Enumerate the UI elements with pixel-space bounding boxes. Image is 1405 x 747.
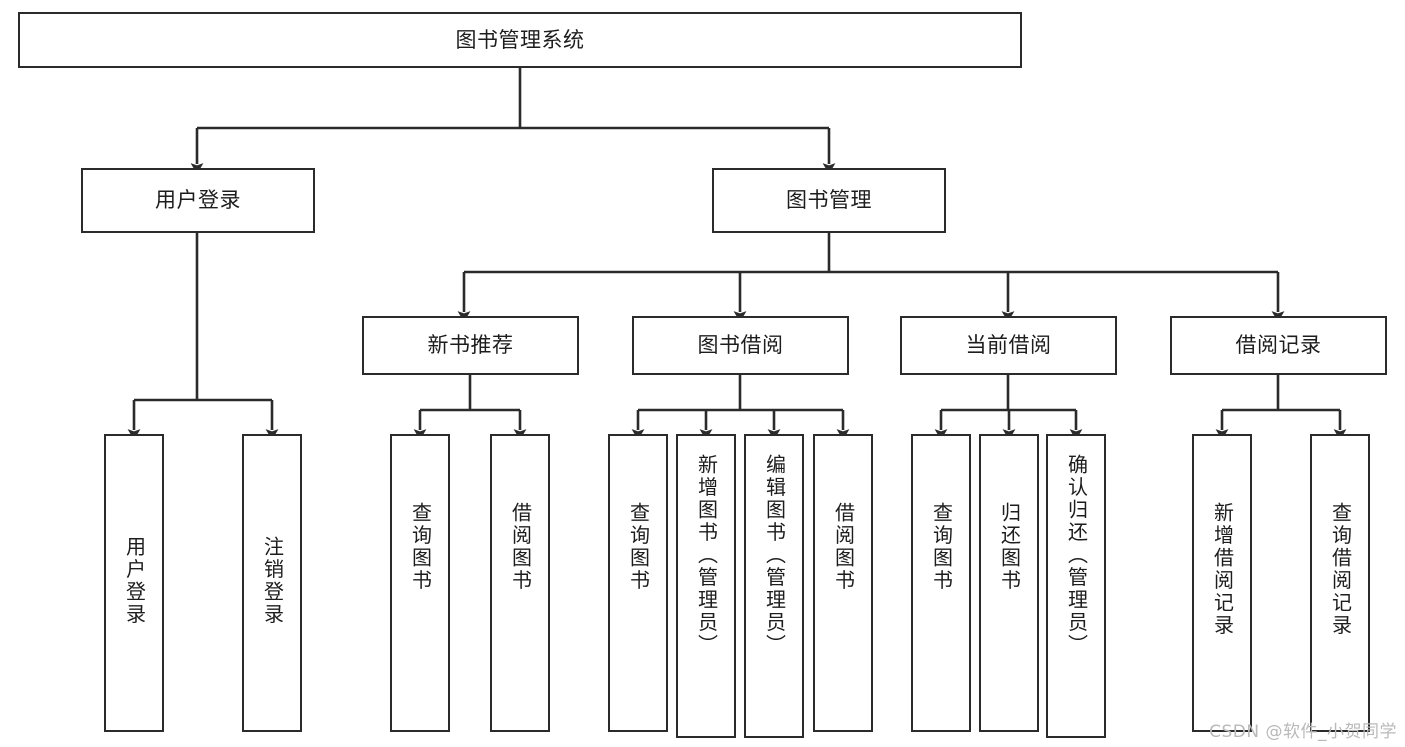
node-book-borrow[interactable]: 图书借阅 — [632, 316, 849, 375]
node-book-management[interactable]: 图书管理 — [712, 168, 946, 233]
leaf-user-login-login-label: 用户登录 — [122, 536, 147, 626]
node-new-book-recommend-label: 新书推荐 — [427, 333, 514, 358]
leaf-record-query-record[interactable]: 查询借阅记录 — [1310, 434, 1370, 732]
node-borrow-record-label: 借阅记录 — [1235, 333, 1322, 358]
leaf-user-login-logout[interactable]: 注销登录 — [242, 434, 302, 732]
leaf-current-query-book-label: 查询图书 — [929, 502, 954, 592]
leaf-recommend-borrow-book[interactable]: 借阅图书 — [490, 434, 550, 732]
leaf-borrow-query-book[interactable]: 查询图书 — [608, 434, 668, 732]
node-user-login-label: 用户登录 — [155, 188, 241, 213]
node-root-label: 图书管理系统 — [455, 27, 585, 52]
node-new-book-recommend[interactable]: 新书推荐 — [362, 316, 579, 375]
leaf-record-query-record-label: 查询借阅记录 — [1328, 502, 1353, 637]
leaf-user-login-login[interactable]: 用户登录 — [104, 434, 164, 732]
csdn-watermark: CSDN @软件_小贺同学 — [1209, 722, 1397, 742]
leaf-borrow-borrow-book-label: 借阅图书 — [831, 502, 856, 592]
leaf-borrow-query-book-label: 查询图书 — [626, 502, 651, 592]
leaf-record-add-record-label: 新增借阅记录 — [1210, 502, 1235, 637]
leaf-current-return-book[interactable]: 归还图书 — [979, 434, 1039, 732]
leaf-current-query-book[interactable]: 查询图书 — [911, 434, 971, 732]
leaf-recommend-query-book-label: 查询图书 — [408, 502, 433, 592]
leaf-borrow-edit-book-admin-label: 编辑图书（管理员） — [762, 454, 787, 657]
node-current-borrow[interactable]: 当前借阅 — [900, 316, 1117, 375]
leaf-current-confirm-return-admin[interactable]: 确认归还（管理员） — [1046, 434, 1106, 738]
leaf-borrow-add-book-admin-label: 新增图书（管理员） — [694, 454, 719, 657]
leaf-recommend-query-book[interactable]: 查询图书 — [390, 434, 450, 732]
leaf-borrow-borrow-book[interactable]: 借阅图书 — [813, 434, 873, 732]
node-root-book-management-system[interactable]: 图书管理系统 — [18, 12, 1022, 68]
leaf-user-login-logout-label: 注销登录 — [260, 536, 285, 626]
node-book-management-label: 图书管理 — [786, 188, 872, 213]
leaf-borrow-add-book-admin[interactable]: 新增图书（管理员） — [676, 434, 736, 738]
node-book-borrow-label: 图书借阅 — [697, 333, 784, 358]
node-user-login[interactable]: 用户登录 — [81, 168, 315, 233]
node-current-borrow-label: 当前借阅 — [965, 333, 1052, 358]
leaf-current-return-book-label: 归还图书 — [997, 502, 1022, 592]
leaf-borrow-edit-book-admin[interactable]: 编辑图书（管理员） — [744, 434, 804, 738]
leaf-record-add-record[interactable]: 新增借阅记录 — [1192, 434, 1252, 732]
leaf-recommend-borrow-book-label: 借阅图书 — [508, 502, 533, 592]
leaf-current-confirm-return-admin-label: 确认归还（管理员） — [1064, 454, 1089, 657]
node-borrow-record[interactable]: 借阅记录 — [1170, 316, 1387, 375]
